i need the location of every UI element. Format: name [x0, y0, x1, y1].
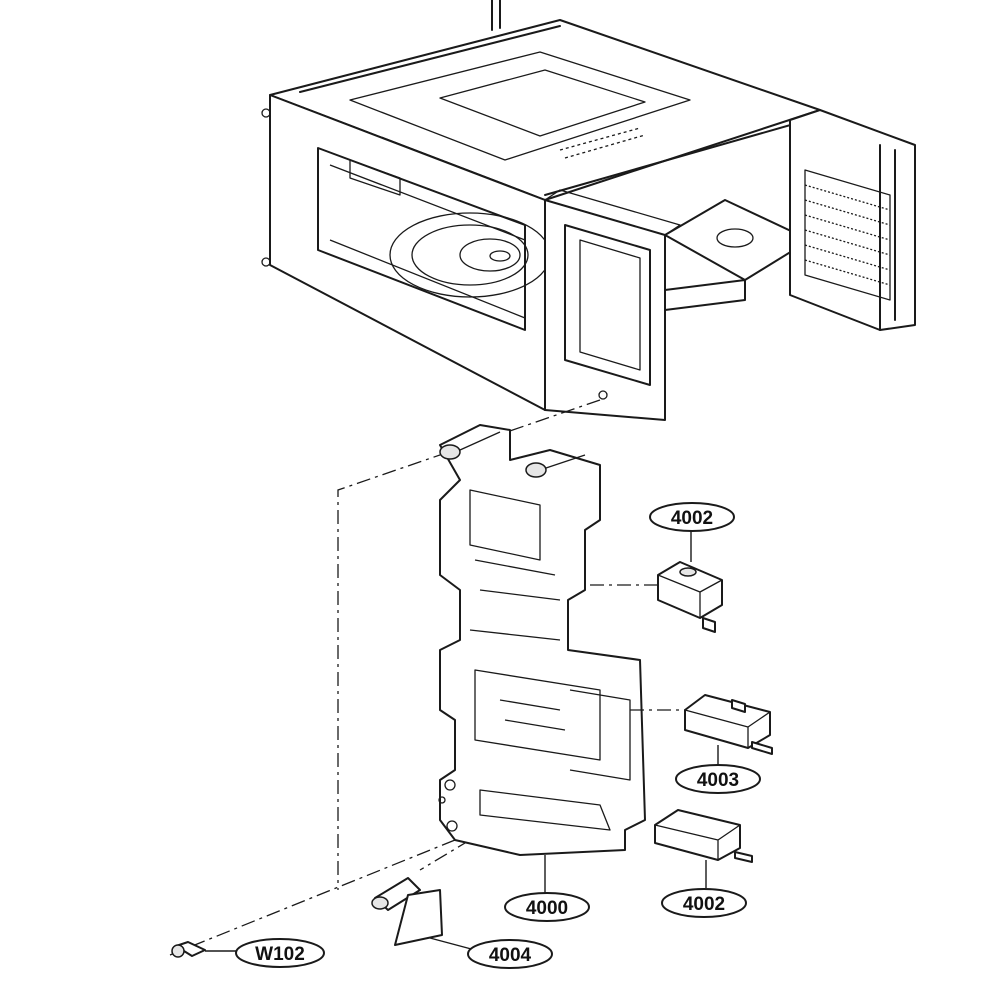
callout-4000: 4000: [504, 892, 590, 922]
callout-label: W102: [255, 944, 305, 965]
microwave-cavity-assembly: [261, 0, 916, 421]
callout-4003: 4003: [675, 764, 761, 794]
micro-switch-4002-bottom: [654, 809, 753, 863]
callout-label: 4004: [489, 945, 532, 966]
callout-label: 4000: [526, 898, 568, 919]
callout-4002-bottom: 4002: [661, 888, 747, 918]
callout-4002-top: 4002: [649, 502, 735, 532]
leader-lines: [205, 531, 719, 952]
callout-W102: W102: [235, 938, 325, 968]
latch-board-4000: [438, 424, 646, 856]
callout-4004: 4004: [467, 939, 553, 969]
rear-vent-grid: [804, 169, 891, 301]
micro-switch-4003: [630, 694, 773, 755]
alignment-dashed-lines: [169, 399, 601, 956]
callout-label: 4002: [683, 894, 725, 915]
callout-label: 4003: [697, 770, 739, 791]
latch-lever-4004: [371, 877, 443, 946]
screw-W102: [171, 941, 206, 958]
top-vent-holes: [559, 127, 646, 159]
micro-switch-4002-top: [590, 561, 723, 633]
callout-label: 4002: [671, 508, 713, 529]
